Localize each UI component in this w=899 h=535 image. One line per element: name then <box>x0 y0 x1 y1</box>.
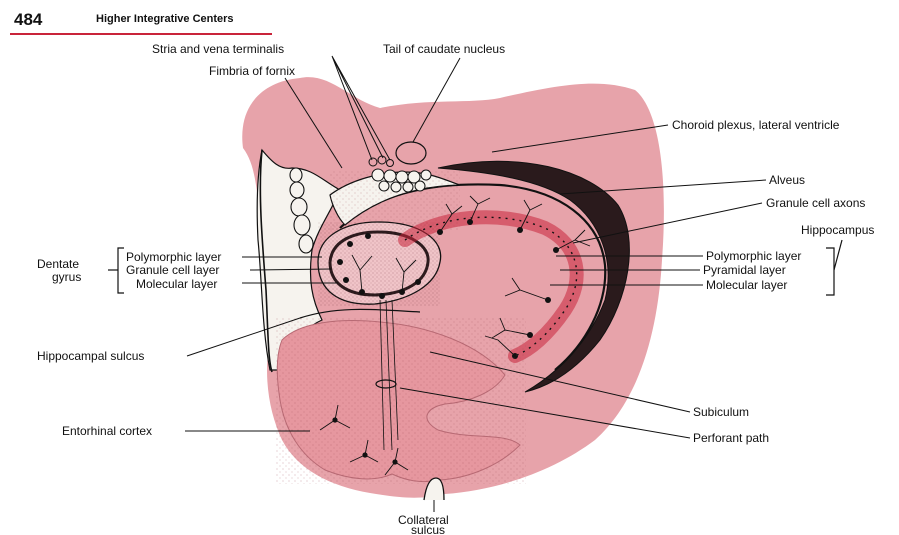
hippocampus-bracket <box>826 240 842 295</box>
label-hippocampus: Hippocampus <box>801 223 874 237</box>
label-hc-polymorphic: Polymorphic layer <box>706 249 801 263</box>
label-dg-molecular: Molecular layer <box>136 277 217 291</box>
caudate-tail <box>396 142 426 164</box>
label-perforant-path: Perforant path <box>693 431 769 445</box>
label-fimbria: Fimbria of fornix <box>209 64 295 78</box>
label-choroid-plexus: Choroid plexus, lateral ventricle <box>672 118 840 132</box>
label-granule-cell-axons: Granule cell axons <box>766 196 865 210</box>
label-subiculum: Subiculum <box>693 405 749 419</box>
label-hc-pyramidal: Pyramidal layer <box>703 263 786 277</box>
label-dentate-line2: gyrus <box>52 270 81 284</box>
label-collateral-line2: sulcus <box>411 523 445 535</box>
label-dg-polymorphic: Polymorphic layer <box>126 250 221 264</box>
label-stria-vena-terminalis: Stria and vena terminalis <box>152 42 284 56</box>
label-hippocampal-sulcus: Hippocampal sulcus <box>37 349 144 363</box>
label-alveus: Alveus <box>769 173 805 187</box>
label-tail-caudate: Tail of caudate nucleus <box>383 42 505 56</box>
dentate-gyrus-bracket <box>108 248 124 293</box>
cortex-stipple <box>276 318 526 484</box>
label-hc-molecular: Molecular layer <box>706 278 787 292</box>
label-dg-granule: Granule cell layer <box>126 263 219 277</box>
label-dentate-line1: Dentate <box>37 257 79 271</box>
label-entorhinal-cortex: Entorhinal cortex <box>62 424 152 438</box>
